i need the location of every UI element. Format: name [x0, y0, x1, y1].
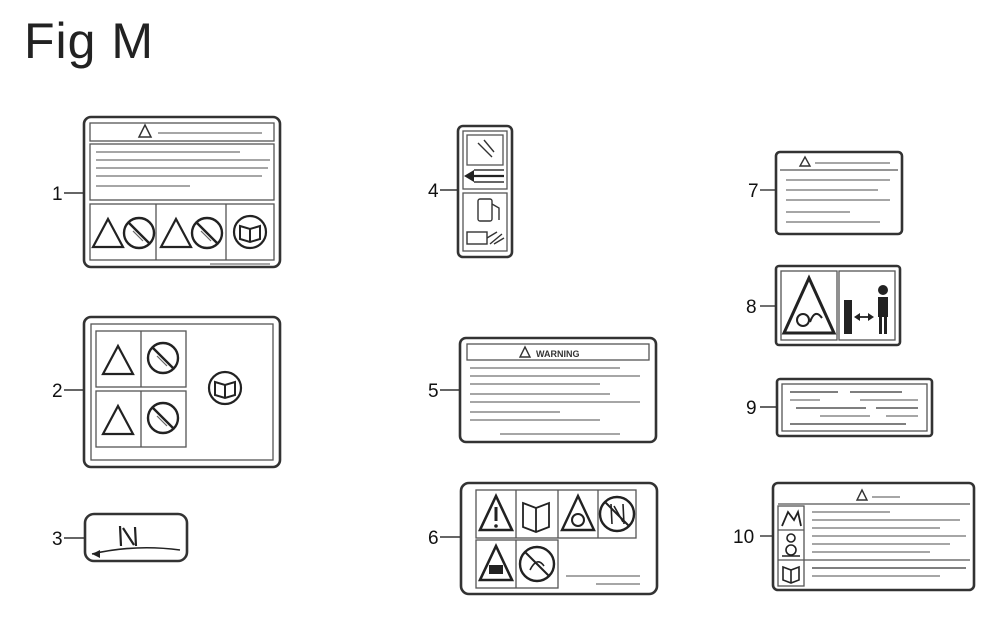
- decal-1: [82, 115, 282, 269]
- callout-7: 7: [748, 181, 759, 202]
- decal-8: [774, 264, 902, 347]
- figure-title: Fig M: [24, 13, 154, 69]
- decal-10: [771, 481, 976, 592]
- callout-1: 1: [52, 184, 63, 205]
- decal-4: [456, 124, 514, 259]
- decal-5-signal-word: WARNING: [536, 349, 580, 359]
- callout-9: 9: [746, 398, 757, 419]
- callout-6: 6: [428, 528, 439, 549]
- decal-3: [83, 512, 189, 563]
- callout-5: 5: [428, 381, 439, 402]
- decal-9: [775, 377, 934, 438]
- callout-4: 4: [428, 181, 439, 202]
- decal-7: [774, 150, 904, 236]
- callout-8: 8: [746, 297, 757, 318]
- callout-10: 10: [733, 527, 754, 548]
- callout-3: 3: [52, 529, 63, 550]
- callout-2: 2: [52, 381, 63, 402]
- decal-6: [459, 481, 659, 596]
- decal-2: [82, 315, 282, 469]
- decal-5: WARNING: [458, 336, 658, 444]
